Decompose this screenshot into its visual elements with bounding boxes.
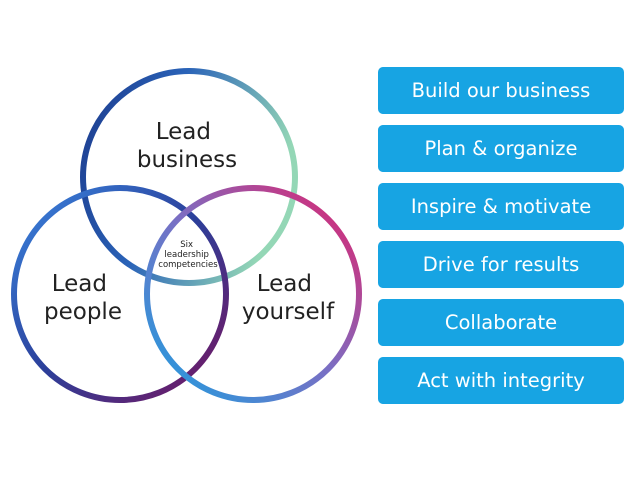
label-lead-yourself: Lead yourself	[242, 271, 335, 325]
circle-lead-yourself	[144, 185, 362, 403]
competency-plan-and-organize[interactable]: Plan & organize	[378, 125, 624, 172]
center-label: Six leadership competencies	[158, 240, 218, 270]
label-lead-people: Lead people	[44, 271, 122, 325]
competency-list: Build our business Plan & organize Inspi…	[378, 67, 624, 415]
competency-collaborate[interactable]: Collaborate	[378, 299, 624, 346]
competency-build-our-business[interactable]: Build our business	[378, 67, 624, 114]
venn-diagram: Lead business Lead people Lead yourself …	[11, 68, 362, 403]
label-lead-business: Lead business	[137, 119, 237, 173]
competency-drive-for-results[interactable]: Drive for results	[378, 241, 624, 288]
competency-act-with-integrity[interactable]: Act with integrity	[378, 357, 624, 404]
circle-lead-people	[11, 185, 229, 403]
circle-lead-business	[80, 68, 298, 286]
competency-inspire-and-motivate[interactable]: Inspire & motivate	[378, 183, 624, 230]
